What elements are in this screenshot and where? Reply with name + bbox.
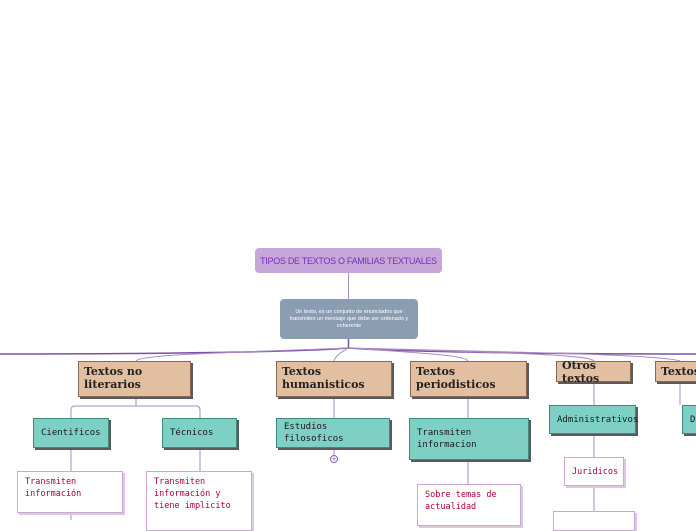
root-title: TIPOS DE TEXTOS O FAMILIAS TEXTUALES (260, 255, 437, 266)
leaf-node-juridicos[interactable]: Juridicos (564, 457, 624, 486)
definition-text: Un texto, es un conjunto de enunciados q… (289, 308, 409, 329)
category-title: Textos periodisticos (416, 365, 496, 391)
category-node-periodisticos[interactable]: Textos periodisticos (410, 361, 527, 397)
category-title: Textos humanisticos (282, 365, 365, 391)
leaf-text: Juridicos (572, 466, 619, 477)
subtopic-node-tecnicos[interactable]: Técnicos (162, 418, 237, 448)
leaf-text: Sobre temas de actualidad (425, 490, 497, 512)
category-node-no-literarios[interactable]: Textos no literarios (78, 361, 191, 397)
category-title: Textos no literarios (84, 365, 143, 391)
subtopic-label: Estudios filosoficos (284, 422, 344, 444)
leaf-node-cut-off[interactable] (553, 511, 635, 531)
category-node-textos-partial[interactable]: Textos (655, 361, 696, 382)
subtopic-node-estudios-filosoficos[interactable]: Estudios filosoficos (276, 418, 390, 448)
subtopic-label: D (690, 414, 696, 425)
subtopic-label: Cientificos (41, 428, 101, 438)
subtopic-node-administrativos[interactable]: Administrativos (549, 405, 639, 434)
leaf-node-tecnicos-note[interactable]: Transmiten información y tiene implicito (146, 471, 252, 531)
subtopic-label: Técnicos (170, 428, 214, 438)
definition-node[interactable]: Un texto, es un conjunto de enunciados q… (280, 299, 418, 339)
subtopic-label: Administrativos (557, 414, 639, 425)
subtopic-label: Transmiten informacion (417, 428, 477, 450)
leaf-node-cientificos-note[interactable]: Transmiten información (17, 471, 123, 513)
root-node[interactable]: TIPOS DE TEXTOS O FAMILIAS TEXTUALES (255, 248, 442, 273)
subtopic-node-cientificos[interactable]: Cientificos (33, 418, 109, 448)
category-node-otros-textos[interactable]: Otros textos (556, 358, 631, 385)
category-node-humanisticos[interactable]: Textos humanisticos (276, 361, 392, 397)
leaf-node-actualidad[interactable]: Sobre temas de actualidad (417, 484, 521, 526)
leaf-text: Transmiten información y tiene implicito (154, 477, 231, 511)
subtopic-node-partial[interactable]: D (682, 405, 696, 434)
leaf-text: Transmiten información (25, 477, 82, 499)
expand-toggle-icon[interactable]: + (330, 455, 338, 463)
category-title: Textos (661, 365, 696, 378)
subtopic-node-transmiten-informacion[interactable]: Transmiten informacion (409, 418, 529, 460)
toggle-glyph: + (331, 455, 337, 463)
category-title: Otros textos (562, 358, 600, 385)
connector-lines (0, 273, 696, 520)
